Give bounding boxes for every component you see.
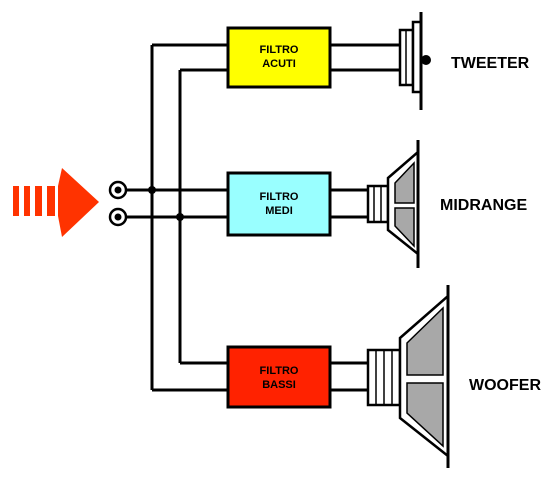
filter-mid-box: FILTRO MEDI xyxy=(226,171,332,237)
input-arrow xyxy=(13,168,99,237)
input-jack-top xyxy=(108,180,128,200)
junction-dots xyxy=(148,186,184,221)
filter-bass-box: FILTRO BASSI xyxy=(226,345,332,409)
filter-bass-line1: FILTRO xyxy=(260,365,299,377)
wiring xyxy=(125,43,400,392)
filter-mid-line1: FILTRO xyxy=(260,191,299,203)
woofer-speaker-icon xyxy=(366,285,450,468)
filter-treble-line1: FILTRO xyxy=(260,44,299,56)
tweeter-speaker-icon xyxy=(398,12,431,110)
woofer-label: WOOFER xyxy=(469,377,541,394)
filter-treble-box: FILTRO ACUTI xyxy=(226,26,332,89)
filter-mid-line2: MEDI xyxy=(265,205,293,217)
filter-bass-line2: BASSI xyxy=(262,379,296,391)
filter-treble-line2: ACUTI xyxy=(262,58,296,70)
midrange-label: MIDRANGE xyxy=(440,197,527,214)
tweeter-label: TWEETER xyxy=(451,55,530,72)
midrange-speaker-icon xyxy=(366,140,420,268)
input-jack-bottom xyxy=(108,207,128,227)
